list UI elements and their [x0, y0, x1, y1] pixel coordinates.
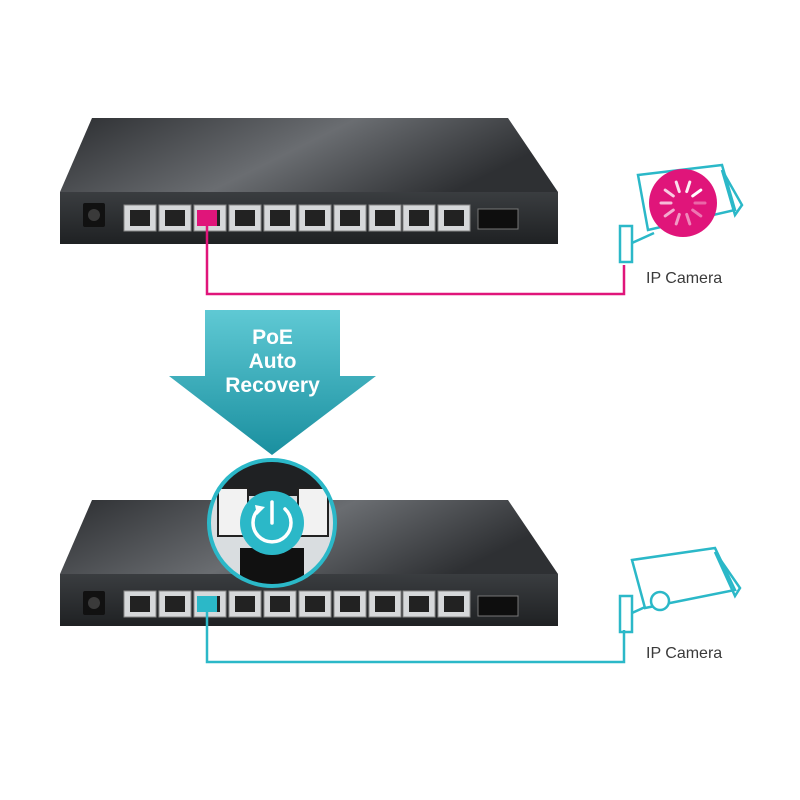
spinner-tick	[663, 208, 675, 218]
ethernet-port-socket	[165, 210, 185, 226]
ethernet-port-socket	[409, 210, 429, 226]
poe-auto-recovery-arrow	[169, 310, 376, 455]
ethernet-port-socket	[305, 596, 325, 612]
ethernet-port	[437, 204, 471, 232]
bottom-recovered-port-highlight	[197, 596, 217, 612]
top-switch-lid	[60, 118, 558, 192]
ip-camera-icon-bottom	[618, 546, 742, 634]
top-power-jack-hole	[88, 209, 100, 221]
top-switch-ports	[123, 204, 471, 232]
ethernet-port-socket	[165, 596, 185, 612]
bottom-recovered-cable	[205, 612, 626, 664]
top-camera-label: IP Camera	[646, 270, 723, 287]
ethernet-port-socket	[235, 210, 255, 226]
spinner-tick	[674, 180, 681, 194]
ethernet-port-socket	[305, 210, 325, 226]
top-switch	[60, 118, 558, 244]
spinner-tick	[663, 188, 675, 198]
arrow-label: PoE Auto Recovery	[205, 326, 340, 398]
spinner-tick	[691, 208, 703, 218]
loading-spinner-icon	[649, 169, 717, 237]
ethernet-port	[228, 204, 262, 232]
bottom-power-jack-hole	[88, 597, 100, 609]
spinner-tick	[685, 212, 692, 226]
bottom-sfp-slot	[477, 595, 519, 617]
ethernet-port-socket	[340, 210, 360, 226]
power-recovery-icon	[240, 491, 304, 555]
arrow-label-line-1: PoE	[252, 326, 293, 349]
ethernet-port-socket	[270, 210, 290, 226]
arrow-label-line-3: Recovery	[225, 374, 320, 397]
spinner-tick	[674, 212, 681, 226]
ethernet-port-socket	[444, 596, 464, 612]
spinner-tick	[685, 180, 692, 194]
ethernet-port-socket	[130, 596, 150, 612]
arrow-label-line-2: Auto	[248, 350, 297, 373]
bottom-switch-ports	[123, 590, 471, 618]
ethernet-port-socket	[340, 596, 360, 612]
top-faulty-port-highlight	[197, 210, 217, 226]
ethernet-port-socket	[409, 596, 429, 612]
bottom-camera-label: IP Camera	[646, 645, 723, 662]
spinner-tick	[691, 188, 703, 198]
ethernet-port-socket	[375, 596, 395, 612]
ethernet-port-socket	[270, 596, 290, 612]
ethernet-port-socket	[130, 210, 150, 226]
top-fault-cable	[205, 226, 626, 296]
ethernet-port	[158, 204, 192, 232]
ethernet-port-socket	[444, 210, 464, 226]
ethernet-port-socket	[375, 210, 395, 226]
ethernet-port-socket	[235, 596, 255, 612]
ethernet-port	[437, 590, 471, 618]
top-sfp-slot	[477, 208, 519, 230]
